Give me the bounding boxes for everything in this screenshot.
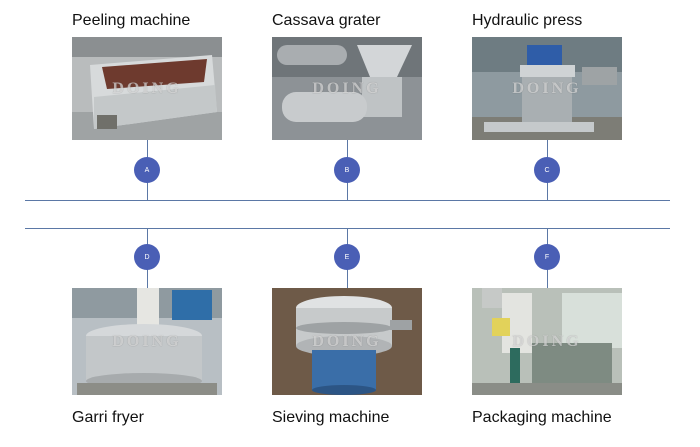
title-peeling-machine: Peeling machine xyxy=(72,12,191,29)
watermark: DOING xyxy=(512,79,582,97)
photo-peeling-machine: DOING xyxy=(72,37,222,140)
watermark: DOING xyxy=(312,79,382,97)
watermark: DOING xyxy=(312,332,382,350)
title-cassava-grater: Cassava grater xyxy=(272,12,381,29)
node-f: F xyxy=(534,244,560,270)
watermark: DOING xyxy=(112,79,182,97)
photo-hydraulic-press: DOING xyxy=(472,37,622,140)
divider-top xyxy=(25,200,670,201)
watermark: DOING xyxy=(512,332,582,350)
title-sieving-machine: Sieving machine xyxy=(272,409,390,426)
photo-packaging-machine: DOING xyxy=(472,288,622,395)
title-hydraulic-press: Hydraulic press xyxy=(472,12,583,29)
photo-sieving-machine: DOING xyxy=(272,288,422,395)
node-e: E xyxy=(334,244,360,270)
node-b: B xyxy=(334,157,360,183)
node-c: C xyxy=(534,157,560,183)
title-packaging-machine: Packaging machine xyxy=(472,409,612,426)
node-d: D xyxy=(134,244,160,270)
photo-garri-fryer: DOING xyxy=(72,288,222,395)
watermark: DOING xyxy=(112,332,182,350)
title-garri-fryer: Garri fryer xyxy=(72,409,144,426)
photo-cassava-grater: DOING xyxy=(272,37,422,140)
node-a: A xyxy=(134,157,160,183)
